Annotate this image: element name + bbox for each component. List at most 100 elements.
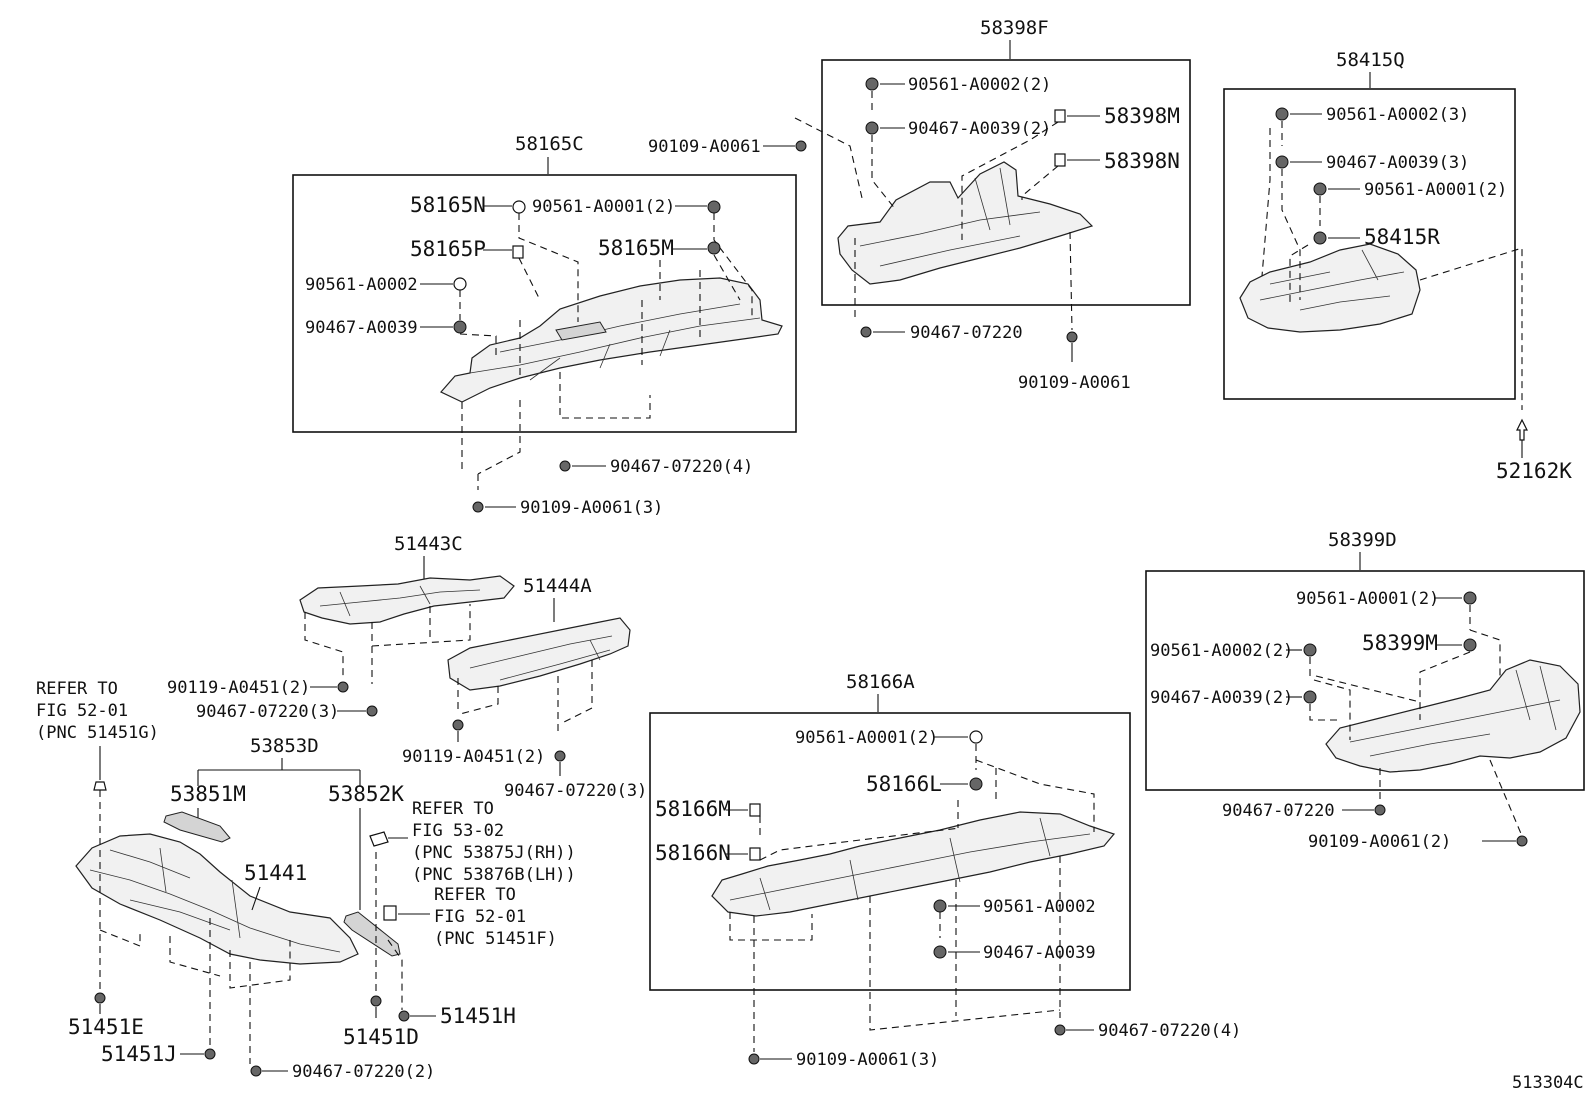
grommet-icon bbox=[969, 730, 983, 744]
nut-icon bbox=[1463, 638, 1477, 652]
nut-icon bbox=[1275, 155, 1289, 169]
code-90119-A0451-2-left: 90119-A0451(2) bbox=[167, 678, 310, 698]
code-90109-A0061-2: 90109-A0061(2) bbox=[1308, 832, 1451, 852]
pnc-52162K: 52162K bbox=[1496, 459, 1572, 483]
pnc-58165N: 58165N bbox=[410, 193, 486, 217]
grommet-icon bbox=[1303, 643, 1317, 657]
clip-icon bbox=[749, 847, 761, 861]
clip-icon bbox=[452, 719, 464, 731]
code-90109-A0061-3: 90109-A0061(3) bbox=[520, 498, 663, 518]
clip-icon bbox=[337, 681, 349, 693]
code-90119-A0451-2-right: 90119-A0451(2) bbox=[402, 747, 545, 767]
protector-detail bbox=[1349, 665, 1561, 757]
nut-icon bbox=[969, 777, 983, 791]
pnc-53853D: 53853D bbox=[250, 735, 319, 757]
pnc-58166N: 58166N bbox=[655, 841, 731, 865]
code-90467-07220-3-left: 90467-07220(3) bbox=[196, 702, 339, 722]
nut-icon bbox=[933, 945, 947, 959]
pnc-51451J: 51451J bbox=[101, 1042, 177, 1066]
pnc-58166M: 58166M bbox=[655, 797, 731, 821]
clip-icon bbox=[94, 992, 106, 1004]
code-90561-A0001-2: 90561-A0001(2) bbox=[532, 197, 675, 217]
code-90109-A0061-bottom: 90109-A0061 bbox=[1018, 373, 1131, 393]
group-box-58399D bbox=[1145, 570, 1585, 791]
cover-detail bbox=[89, 847, 341, 953]
nut-icon bbox=[707, 241, 721, 255]
clip-icon bbox=[554, 750, 566, 762]
clip-icon bbox=[559, 460, 571, 472]
code-90561-A0002-2: 90561-A0002(2) bbox=[908, 75, 1051, 95]
pnc-51451E: 51451E bbox=[68, 1015, 144, 1039]
group-53853D: 53853D 53851M 53852K 51441 REFER TO FIG … bbox=[36, 679, 576, 1082]
code-90467-07220: 90467-07220 bbox=[910, 323, 1023, 343]
clip-icon bbox=[370, 995, 382, 1007]
clip-icon bbox=[366, 705, 378, 717]
seal-53851M bbox=[163, 811, 231, 843]
code-90467-07220-3-right: 90467-07220(3) bbox=[504, 781, 647, 801]
nut-icon bbox=[453, 320, 467, 334]
figure-code: 513304C bbox=[1512, 1073, 1584, 1093]
cover-recess bbox=[555, 321, 607, 341]
guide-lines bbox=[457, 660, 593, 732]
code-90467-07220: 90467-07220 bbox=[1222, 801, 1335, 821]
code-90467-A0039: 90467-A0039 bbox=[983, 943, 1096, 963]
grommet-icon bbox=[512, 200, 526, 214]
pnc-58398N: 58398N bbox=[1104, 149, 1180, 173]
code-90561-A0001-2: 90561-A0001(2) bbox=[795, 728, 938, 748]
code-90467-07220-4: 90467-07220(4) bbox=[1098, 1021, 1241, 1041]
nut-icon bbox=[1303, 690, 1317, 704]
grommet-icon bbox=[865, 77, 879, 91]
guide-lines bbox=[1309, 605, 1523, 837]
pnc-51443C: 51443C bbox=[394, 533, 463, 555]
group-box-58165C bbox=[292, 174, 797, 433]
clip-icon bbox=[860, 326, 872, 338]
leader-line bbox=[251, 886, 261, 911]
code-90561-A0002: 90561-A0002 bbox=[983, 897, 1096, 917]
grommet-icon bbox=[1275, 107, 1289, 121]
group-box-58415Q bbox=[1223, 88, 1516, 400]
clip-icon bbox=[1054, 153, 1066, 167]
ref3-line1: REFER TO bbox=[434, 885, 516, 905]
grommet-icon bbox=[453, 277, 467, 291]
clip-icon bbox=[1054, 109, 1066, 123]
group-58398F: 58398F 90561-A0002(2) 90467-A0039(2) 583… bbox=[648, 17, 1191, 393]
screw-icon bbox=[1516, 835, 1528, 847]
clip-icon bbox=[204, 1048, 216, 1060]
grommet-icon bbox=[1313, 182, 1327, 196]
ref2-line3: (PNC 53875J(RH)) bbox=[412, 843, 576, 863]
screw-icon bbox=[795, 140, 807, 152]
ref1-line2: FIG 52-01 bbox=[36, 701, 128, 721]
pnc-53851M: 53851M bbox=[170, 782, 246, 806]
group-box-58398F bbox=[821, 59, 1191, 306]
code-90109-A0061-top: 90109-A0061 bbox=[648, 137, 761, 157]
pnc-51451D: 51451D bbox=[343, 1025, 419, 1049]
shield-detail bbox=[469, 635, 613, 681]
ref2-line4: (PNC 53876B(LH)) bbox=[412, 865, 576, 885]
code-90561-A0002: 90561-A0002 bbox=[305, 275, 418, 295]
clip-icon bbox=[1054, 1024, 1066, 1036]
screw-icon bbox=[1066, 331, 1078, 343]
pnc-58166L: 58166L bbox=[866, 772, 942, 796]
group-51443C-51444A: 51443C 51444A 90119-A0451(2) 90467-07220… bbox=[167, 533, 647, 801]
pnc-51444A: 51444A bbox=[523, 575, 592, 597]
engine-under-cover-58165C bbox=[440, 277, 783, 403]
engine-under-cover-58166A bbox=[711, 811, 1116, 917]
shield-detail bbox=[319, 585, 481, 617]
screw-icon bbox=[472, 501, 484, 513]
protector-detail bbox=[859, 167, 1041, 267]
pnc-58399D: 58399D bbox=[1328, 529, 1397, 551]
pnc-58415R: 58415R bbox=[1364, 225, 1440, 249]
code-90561-A0001-2: 90561-A0001(2) bbox=[1296, 589, 1439, 609]
grommet-icon bbox=[707, 200, 721, 214]
ref2-line2: FIG 53-02 bbox=[412, 821, 504, 841]
pnc-58415Q: 58415Q bbox=[1336, 49, 1405, 71]
group-box-58166A bbox=[649, 712, 1131, 991]
splash-shield-51443C bbox=[299, 575, 515, 625]
code-90561-A0002-2: 90561-A0002(2) bbox=[1150, 641, 1293, 661]
group-58165C: 58165C 58165N 90561-A0001(2) 58165P 5816… bbox=[292, 133, 797, 518]
clip-icon bbox=[1516, 418, 1528, 441]
grommet-icon bbox=[933, 899, 947, 913]
clip-icon bbox=[512, 245, 524, 259]
cover-detail bbox=[729, 817, 1091, 911]
